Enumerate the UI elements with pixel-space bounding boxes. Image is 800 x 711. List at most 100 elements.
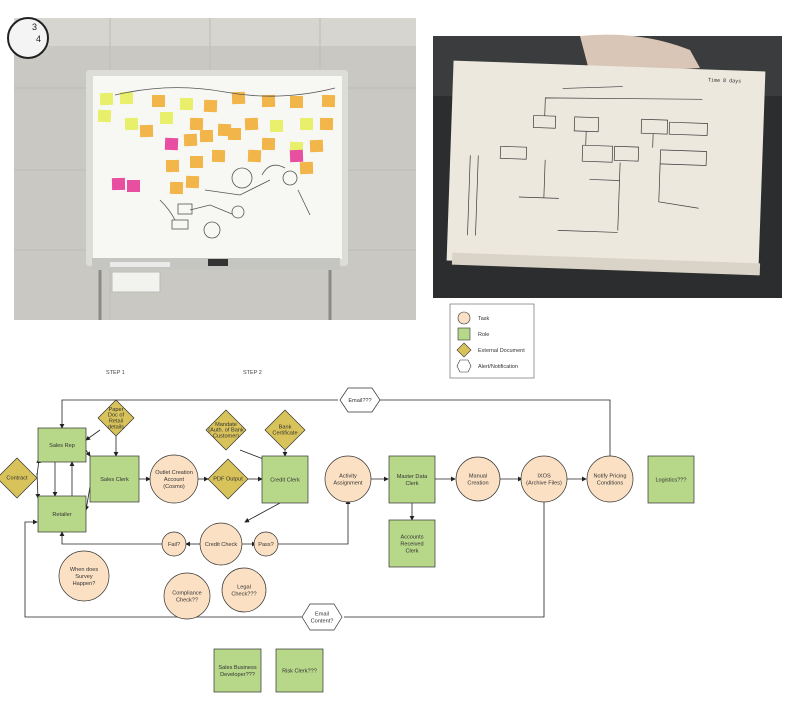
sticky-notes <box>97 91 336 195</box>
node-risk-clerk: Risk Clerk??? <box>275 648 324 693</box>
node-label: Fail? <box>168 542 180 548</box>
node-label: Master Data <box>397 474 428 480</box>
node-contract: Contract <box>0 457 38 499</box>
node-label: PDF Output <box>213 477 243 483</box>
node-label: Pass? <box>258 542 274 548</box>
node-label: Manual <box>469 474 487 480</box>
sticky-note <box>152 95 165 107</box>
legend-label: Task <box>478 316 490 322</box>
sticky-note <box>160 112 173 124</box>
node-label: details <box>108 424 124 430</box>
sticky-note <box>190 156 203 168</box>
whiteboard-photo: 4 3 <box>7 17 416 320</box>
node-label: IXOS <box>537 474 551 480</box>
node-label: Retail <box>109 419 123 425</box>
node-label: Clerk <box>405 548 418 554</box>
node-credit-clerk: Credit Clerk <box>261 455 309 504</box>
sticky-note <box>169 181 184 195</box>
sticky-note <box>244 117 259 131</box>
node-retailer: Retailer <box>37 495 87 533</box>
sticky-note <box>269 119 284 133</box>
node-label: Account <box>164 477 185 483</box>
sticky-note <box>111 177 126 191</box>
node-pass: Pass? <box>253 531 279 557</box>
node-label: Clerk <box>405 481 418 487</box>
sticky-note <box>300 118 313 130</box>
node-label: Bank <box>279 425 292 431</box>
node-email-top: Email??? <box>339 387 381 413</box>
sticky-note <box>319 117 334 131</box>
node-label: Conditions <box>597 480 624 486</box>
sticky-note <box>189 117 204 131</box>
sticky-note <box>228 128 241 140</box>
sticky-note <box>97 109 112 123</box>
sticky-note <box>139 124 154 138</box>
legend-hexagon-swatch <box>456 359 472 373</box>
node-label: (Archive Files) <box>526 480 562 486</box>
sticky-note <box>127 180 140 192</box>
node-label: Check??? <box>231 591 256 597</box>
sticky-note <box>99 92 114 106</box>
node-label: Notify Pricing <box>594 474 627 480</box>
node-label: When does <box>70 567 98 573</box>
node-label: Activity <box>339 474 357 480</box>
node-label: Sales Business <box>218 665 256 671</box>
node-label: Check?? <box>176 597 198 603</box>
svg-text:Time 8 days: Time 8 days <box>708 78 741 85</box>
node-label: Happen? <box>73 581 96 587</box>
sticky-note <box>211 149 226 163</box>
node-label: (Cosmo) <box>163 484 185 490</box>
sticky-note <box>179 97 194 111</box>
legend-label: Alert/Notification <box>478 364 518 370</box>
node-label: Doc of <box>108 413 125 419</box>
node-credit-check: Credit Check <box>199 522 243 566</box>
node-label: Sales Rep <box>49 443 75 449</box>
legend-circle-swatch <box>457 311 471 325</box>
sticky-note <box>321 94 336 108</box>
node-label: (Auth. of Bank <box>208 428 244 434</box>
sticky-note <box>124 117 139 131</box>
node-label: Legal <box>237 585 251 591</box>
sticky-note <box>247 149 262 163</box>
sticky-note <box>185 175 200 189</box>
sticky-note <box>261 94 276 108</box>
sticky-note <box>299 161 314 175</box>
step-2-label: STEP 2 <box>243 370 262 376</box>
sticky-note <box>217 123 232 137</box>
node-label: Developer??? <box>220 672 255 678</box>
node-label: Credit Clerk <box>270 477 300 483</box>
legend-diamond-swatch <box>456 342 472 358</box>
node-label: Survey <box>75 574 93 580</box>
node-fail: Fail? <box>161 531 187 557</box>
node-label: Risk Clerk??? <box>282 668 317 674</box>
legend-label: Role <box>478 332 489 338</box>
node-label: Creation <box>467 480 488 486</box>
node-pdf-output: PDF Output <box>207 458 249 500</box>
svg-text:3: 3 <box>32 22 37 32</box>
sticky-note <box>119 91 134 105</box>
sticky-note <box>290 96 303 108</box>
step-1-label: STEP 1 <box>106 370 125 376</box>
node-label: Content? <box>311 618 334 624</box>
node-label: Assignment <box>333 480 363 486</box>
node-logistics: Logistics??? <box>647 455 695 504</box>
notebook-photo: Time 8 days <box>433 34 782 298</box>
sticky-note <box>183 133 198 147</box>
sticky-note <box>309 139 324 153</box>
node-label: Credit Check <box>205 542 238 548</box>
sticky-note <box>203 99 218 113</box>
